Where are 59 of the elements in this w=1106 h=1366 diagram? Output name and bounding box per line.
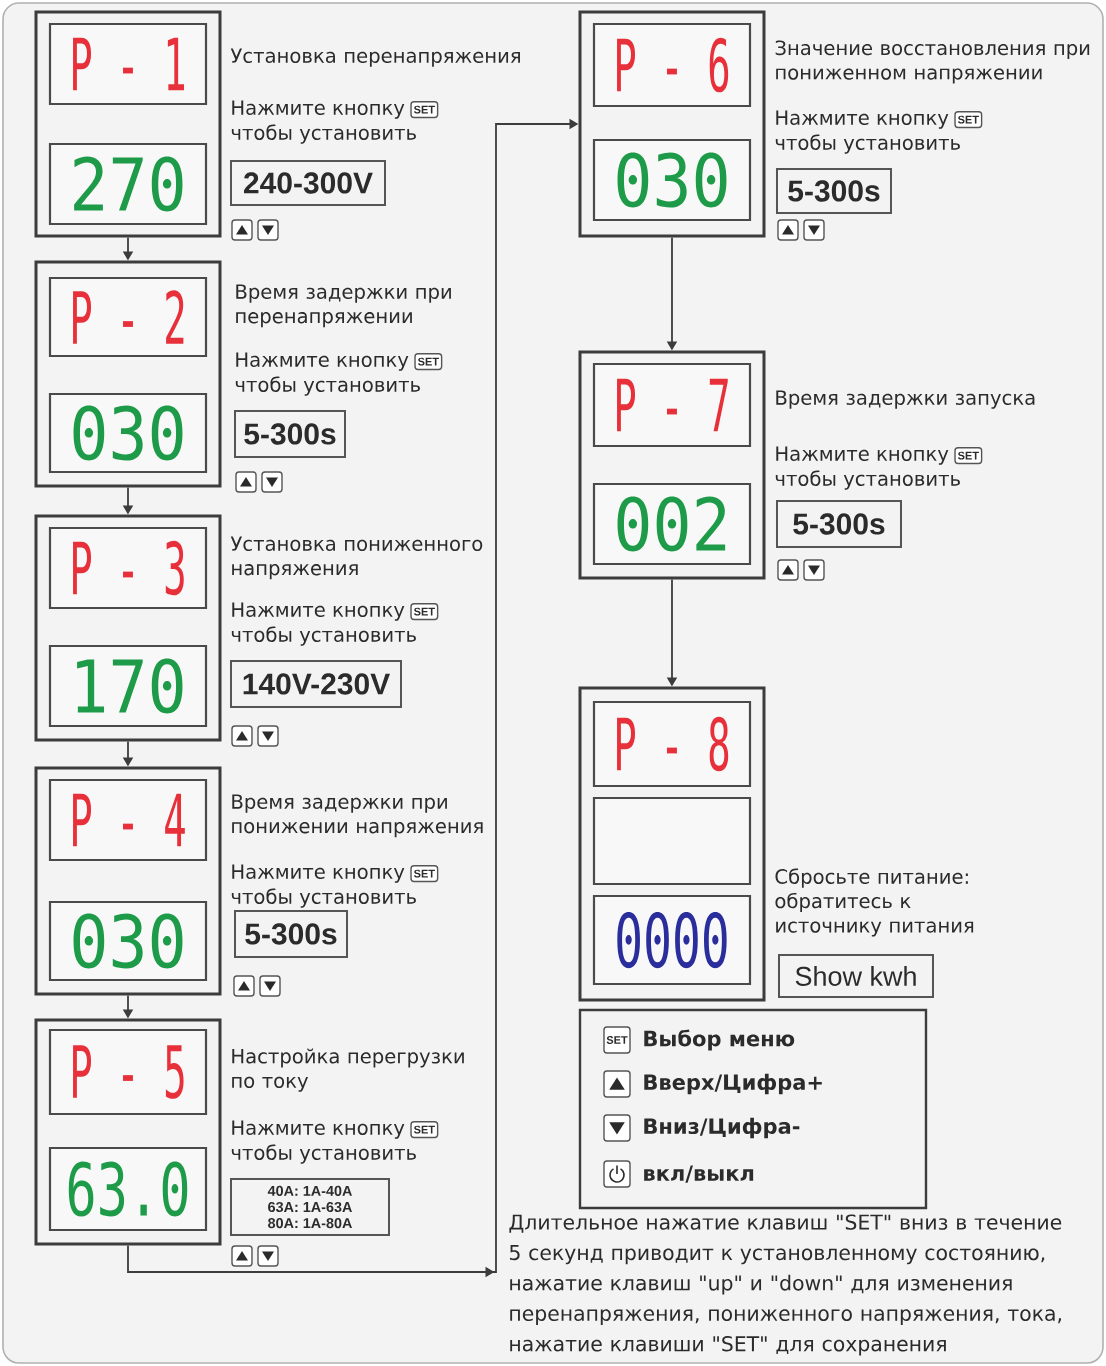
led-display: 63.0 [48, 1146, 208, 1232]
instruction-text: чтобы установить [231, 124, 416, 144]
led-display: 002 [592, 482, 752, 566]
text-box: Show kwh [778, 954, 934, 998]
led-display: P - 7 [592, 362, 752, 448]
device-panel [34, 260, 222, 488]
range-box: 5-300s [776, 500, 902, 548]
description-text: Время задержки запуска [776, 390, 1035, 409]
device-panel [34, 10, 222, 238]
instruction-text: чтобы установить [775, 470, 960, 490]
legend-text: вкл/выкл [644, 1165, 754, 1183]
led-display: P - 5 [48, 1028, 208, 1116]
instruction-text: чтобы установить [231, 888, 416, 908]
description-text: Настройка перегрузки по току [232, 1048, 464, 1092]
led-display [592, 796, 752, 886]
led-display: P - 3 [48, 526, 208, 610]
legend-text: Выбор меню [644, 1029, 795, 1051]
led-display: P - 1 [48, 22, 208, 106]
description-text: Сбросьте питание: обратитесь к источнику питания [775, 868, 974, 937]
led-display: 0000 [592, 894, 752, 986]
led-display: P - 2 [48, 276, 208, 358]
instruction-text: Нажмите кнопку [232, 1120, 405, 1139]
instruction-text: Нажмите кнопку [236, 352, 409, 371]
led-display: 030 [48, 900, 208, 982]
led-display: 170 [48, 644, 208, 728]
range-box: 5-300s [234, 410, 346, 458]
legend-text: Вверх/Цифра+ [644, 1073, 822, 1095]
instruction-text: Нажмите кнопку [776, 446, 949, 465]
led-display: 270 [48, 142, 208, 226]
description-text: Время задержки при перенапряжении [236, 284, 451, 328]
range-box: 140V-230V [230, 660, 402, 708]
instruction-text: чтобы установить [775, 134, 960, 154]
led-display: P - 6 [592, 22, 752, 108]
led-display: P - 8 [592, 700, 752, 788]
instruction-text: Нажмите кнопку [232, 864, 405, 883]
instruction-text: чтобы установить [231, 1144, 416, 1164]
range-box: 5-300s [776, 168, 892, 214]
led-display: 030 [592, 138, 752, 222]
device-panel [34, 766, 222, 996]
instruction-text: Нажмите кнопку [232, 100, 405, 119]
description-text: Установка перенапряжения [230, 48, 520, 67]
instruction-text: чтобы установить [231, 626, 416, 646]
description-text: Время задержки при понижении напряжения [232, 794, 483, 838]
device-panel [578, 350, 766, 580]
description-text: Значение восстановления при пониженном напряжении [775, 40, 1090, 84]
device-panel [578, 10, 766, 238]
legend-text: Вниз/Цифра- [644, 1117, 800, 1139]
range-box: 240-300V [230, 160, 386, 206]
instruction-text: Нажмите кнопку [232, 602, 405, 621]
device-panel [578, 686, 766, 1002]
instruction-text: чтобы установить [235, 376, 420, 396]
led-display: 030 [48, 392, 208, 474]
device-panel [34, 514, 222, 742]
range-box: 5-300s [234, 910, 348, 958]
description-text: Установка пониженного напряжения [230, 536, 483, 580]
device-panel [34, 1018, 222, 1246]
instruction-text: Нажмите кнопку [776, 110, 949, 129]
led-display: P - 4 [48, 778, 208, 862]
note-text: Длительное нажатие клавиш "SET" вниз в течение 5 секунд приводит к установленному состоянию, нажатие клавиш "up" и "down" для изменения перенапряжения, пониженного напряжения, тока, нажатие клавиши "SET" для сохранения [509, 1214, 1062, 1356]
